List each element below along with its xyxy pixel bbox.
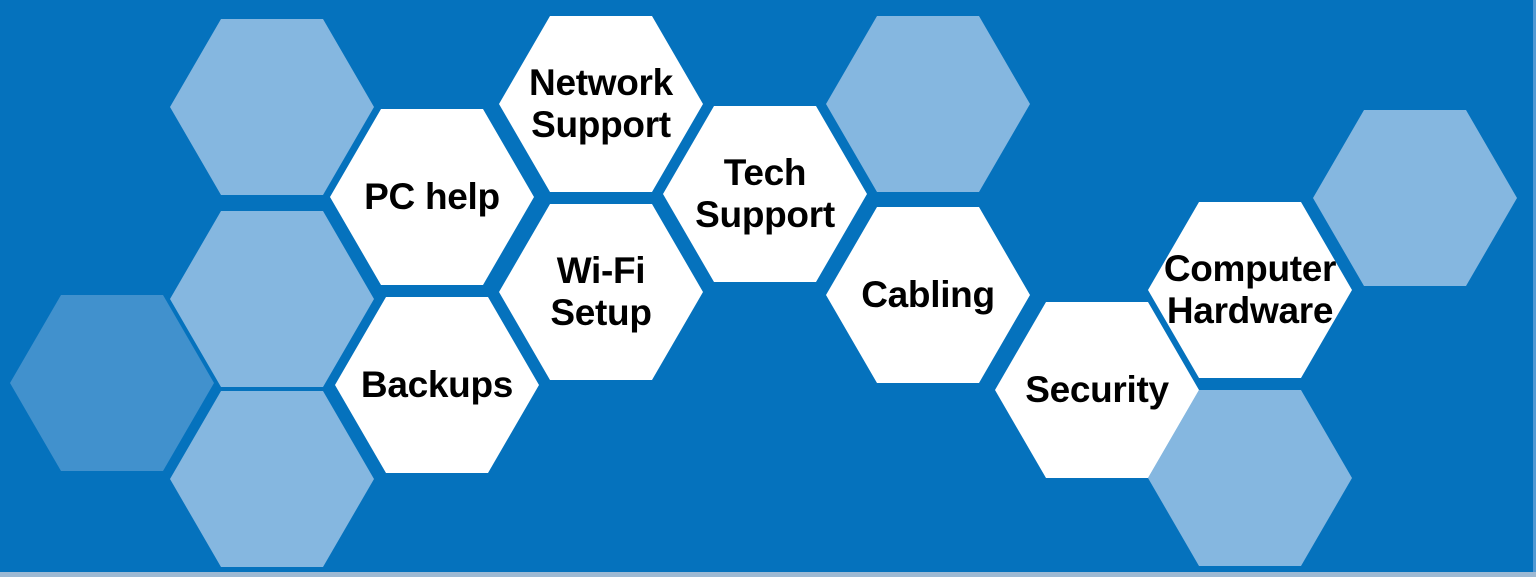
deco-hex-far-right — [1313, 110, 1517, 286]
right-edge-strip — [1533, 0, 1536, 577]
deco-hex-topleft-lower — [170, 391, 374, 567]
tech-support-label: Tech Support — [695, 152, 835, 235]
deco-hex-topleft-upper — [170, 19, 374, 195]
deco-hex-far-left — [10, 295, 214, 471]
pc-help-label: PC help — [364, 176, 500, 218]
backups-label: Backups — [360, 364, 514, 406]
cabling-label: Cabling — [861, 274, 995, 316]
security-label: Security — [1025, 369, 1169, 411]
computer-hardware-label: Computer Hardware — [1163, 248, 1337, 331]
hex-network-support: Network Support — [499, 16, 703, 192]
hex-pc-help: PC help — [330, 109, 534, 285]
network-support-label: Network Support — [529, 62, 673, 145]
wifi-setup-label: Wi-Fi Setup — [550, 250, 652, 333]
hex-computer-hardware: Computer Hardware — [1148, 202, 1352, 378]
bottom-edge-strip — [0, 572, 1536, 577]
hex-backups: Backups — [335, 297, 539, 473]
hex-wifi-setup: Wi-Fi Setup — [499, 204, 703, 380]
hex-tech-support: Tech Support — [663, 106, 867, 282]
deco-hex-top-center — [826, 16, 1030, 192]
hex-cabling: Cabling — [826, 207, 1030, 383]
